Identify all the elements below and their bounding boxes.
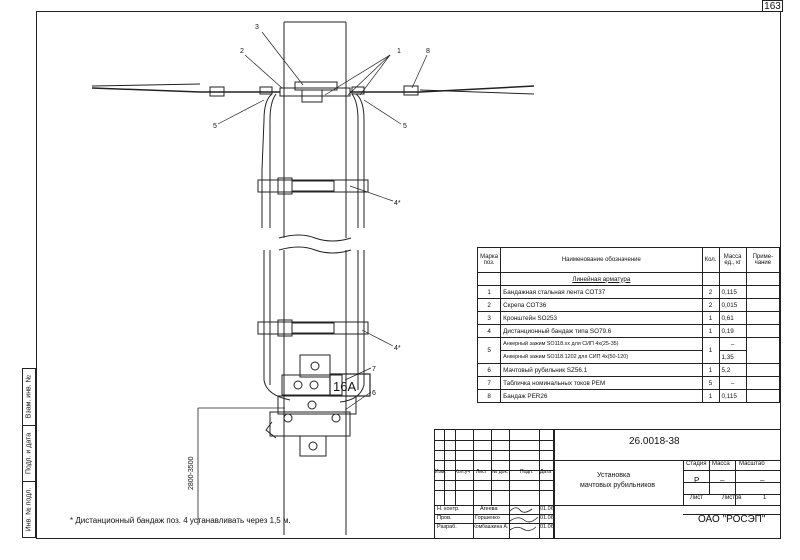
dimension-label: 2800-3500 bbox=[188, 456, 195, 490]
spec-table: Марка поз. Наименование обозначение Кол.… bbox=[476, 247, 781, 403]
role-name: Горшенко bbox=[475, 515, 500, 521]
spec-header-row: Марка поз. Наименование обозначение Кол.… bbox=[476, 247, 781, 273]
role-date: 01.06 bbox=[540, 524, 554, 530]
stage-header: Стадия bbox=[686, 461, 707, 467]
callout-4-lower: 4* bbox=[394, 345, 401, 352]
spec-header-pos: Марка поз. bbox=[476, 247, 502, 273]
sheet-label: Лист bbox=[690, 495, 704, 501]
callout-6: 6 bbox=[372, 390, 376, 397]
stage-value: Р bbox=[694, 476, 700, 485]
callout-8: 8 bbox=[426, 48, 430, 55]
spec-header-qty: Кол. bbox=[701, 247, 720, 273]
spec-section-title: Линейная арматура bbox=[500, 272, 703, 286]
role-label: Пров. bbox=[437, 515, 452, 521]
spec-header-note: Приме-чание bbox=[745, 247, 781, 273]
title-line-2: мачтовых рубильников bbox=[580, 482, 655, 489]
sheets-label: Листов bbox=[722, 495, 742, 501]
table-row: Анкерный зажим SO118.1202 для СИП 4х(50-… bbox=[478, 350, 780, 364]
company-name: ОАО "РОСЭП" bbox=[698, 514, 766, 525]
title-line-1: Установка bbox=[597, 472, 631, 479]
drawing-frame bbox=[36, 11, 781, 539]
sheets-count: 1 bbox=[763, 495, 767, 501]
scale-value: – bbox=[760, 476, 765, 485]
callout-5-right: 5 bbox=[403, 123, 407, 130]
callout-2: 2 bbox=[240, 48, 244, 55]
doc-code: 26.0018-38 bbox=[629, 436, 680, 447]
callout-1: 1 bbox=[397, 48, 401, 55]
role-label: Н. контр. bbox=[437, 506, 460, 512]
scale-header: Масштаб bbox=[739, 461, 765, 467]
spec-header-name: Наименование обозначение bbox=[500, 247, 703, 273]
callout-5-left: 5 bbox=[213, 123, 217, 130]
footnote: * Дистанционный бандаж поз. 4 устанавлив… bbox=[70, 516, 291, 525]
role-name: Комбашкина А. bbox=[473, 524, 509, 530]
title-block bbox=[434, 429, 781, 539]
role-date: 01.06 bbox=[540, 515, 554, 521]
role-label: Разраб. bbox=[437, 524, 457, 530]
side-strip: Взам. инв. № Подп. и дата Инв. № подл. bbox=[22, 368, 36, 538]
spec-section-row: Линейная арматура bbox=[476, 272, 781, 286]
signatures bbox=[509, 507, 539, 531]
fuse-label: 16A bbox=[333, 379, 356, 394]
mass-header: Масса bbox=[712, 461, 730, 467]
callout-4-upper: 4* bbox=[394, 200, 401, 207]
role-date: 01.06 bbox=[540, 506, 554, 512]
callout-7: 7 bbox=[372, 366, 376, 373]
callout-3: 3 bbox=[255, 24, 259, 31]
role-name: Агеева bbox=[480, 506, 498, 512]
page-number: 163 bbox=[762, 0, 783, 12]
spec-header-mass: Масса ед., кг bbox=[718, 247, 747, 273]
mass-value: – bbox=[720, 476, 725, 485]
